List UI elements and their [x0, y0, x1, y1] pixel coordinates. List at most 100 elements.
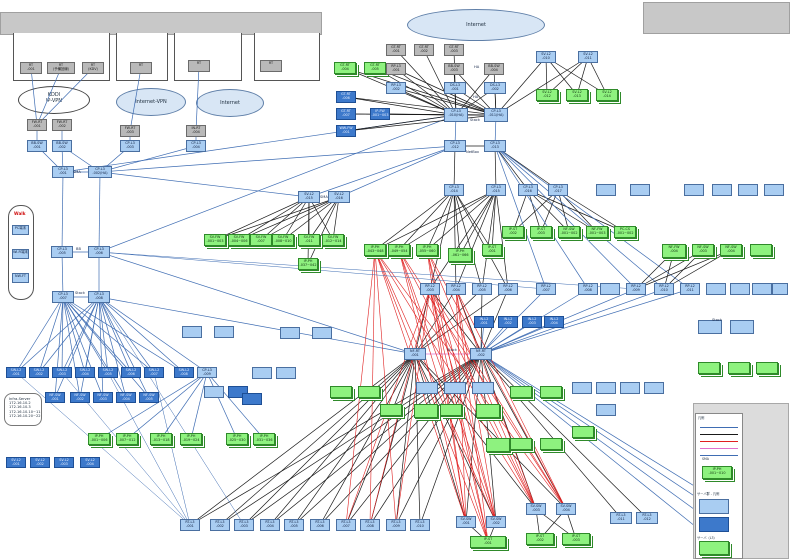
node-extra-1[interactable]: [596, 184, 616, 196]
node-c1[interactable]: CP-L3-010(HA): [444, 108, 468, 122]
node-dmz1[interactable]: RP-L3-001: [386, 63, 406, 75]
node-bot5[interactable]: RT-L3-005: [284, 519, 304, 531]
node-extra-38[interactable]: [204, 386, 224, 398]
node-s4[interactable]: SV-L2-004: [80, 457, 100, 468]
node-rg3[interactable]: IP-ST-003: [530, 226, 552, 238]
node-extra-6[interactable]: [764, 184, 784, 196]
node-fw_l2[interactable]: FW-RT-002: [52, 119, 72, 131]
node-bs2[interactable]: SV-SW-002: [486, 516, 506, 528]
node-d7[interactable]: SW-L2-007: [144, 367, 164, 378]
node-extra-11[interactable]: [756, 362, 778, 374]
node-extra-35[interactable]: [510, 438, 532, 450]
node-extra-30[interactable]: [476, 404, 500, 418]
node-d6[interactable]: SW-L2-006: [121, 367, 141, 378]
node-mc2[interactable]: CP-L3-017: [548, 184, 568, 196]
node-extra-27[interactable]: [380, 404, 402, 416]
node-bot9[interactable]: RT-L3-009: [386, 519, 406, 531]
node-gn1[interactable]: IP-PH-037~042: [298, 258, 318, 270]
node-bg1[interactable]: IP-ST-001: [470, 536, 506, 548]
node-extra-16[interactable]: [772, 283, 788, 295]
node-extra-40[interactable]: [252, 367, 272, 379]
node-gn4[interactable]: IP-PH-055~060: [416, 244, 438, 256]
node-gn2[interactable]: IP-PH-043~048: [364, 244, 386, 256]
node-mg5[interactable]: NF-SW-003: [692, 244, 714, 256]
node-extra-2[interactable]: [630, 184, 650, 196]
node-c3[interactable]: CP-L3-012: [444, 140, 466, 152]
node-m3[interactable]: CP-L3-007: [52, 291, 74, 303]
node-extra-29[interactable]: [440, 404, 462, 416]
node-bot8[interactable]: RT-L3-008: [360, 519, 380, 531]
node-mg1[interactable]: NF-SW-001~002: [558, 226, 580, 238]
node-dist1[interactable]: CP-L3-014: [444, 184, 464, 196]
node-sr5[interactable]: SV-L2-014: [596, 89, 618, 101]
node-m1[interactable]: CP-L3-005: [51, 246, 73, 258]
node-mb1[interactable]: RP-L2-003: [420, 283, 440, 295]
node-sr7[interactable]: SV-L2-016: [328, 191, 350, 203]
node-extra-34[interactable]: [486, 438, 510, 452]
node-fw_l1[interactable]: FW-RT-001: [27, 119, 47, 131]
node-extra-22[interactable]: [596, 404, 616, 416]
node-gs4[interactable]: SV-FW-008~010: [272, 234, 294, 246]
node-sr6[interactable]: SV-L2-015: [298, 191, 320, 203]
node-mb2[interactable]: RP-L2-004: [446, 283, 466, 295]
node-m5[interactable]: CP-L3-009: [197, 367, 217, 378]
node-top_r1[interactable]: RT: [188, 60, 210, 72]
node-mr5[interactable]: RP-L2-011: [680, 283, 700, 295]
node-extra-41[interactable]: [276, 367, 296, 379]
node-bot2[interactable]: RT-L3-002: [210, 519, 230, 531]
left-pill-item-3[interactable]: NW-FT: [12, 273, 29, 283]
node-mg3[interactable]: PC-CS-001~002: [614, 226, 636, 238]
node-top_r2[interactable]: RT: [260, 60, 282, 72]
node-extra-3[interactable]: [684, 184, 704, 196]
node-it2[interactable]: GT-RT-005: [364, 62, 386, 74]
node-top_l1[interactable]: RT-001: [20, 62, 42, 74]
node-d8[interactable]: SW-L2-008: [174, 367, 194, 378]
node-it3[interactable]: GT-RT-006: [336, 91, 356, 103]
node-extra-43[interactable]: [280, 327, 300, 339]
node-m2[interactable]: CP-L3-006: [88, 246, 110, 258]
node-i4[interactable]: NF-SW-004: [116, 392, 136, 403]
node-i1[interactable]: NF-SW-001: [45, 392, 65, 403]
node-ib1[interactable]: IP-FW-001~003: [370, 108, 390, 120]
node-mid2[interactable]: NF-RT-002: [470, 348, 492, 360]
node-extra-45[interactable]: [182, 326, 202, 338]
node-extra-15[interactable]: [752, 283, 772, 295]
node-mg4[interactable]: NF-FW-004: [662, 244, 686, 258]
node-d2[interactable]: SW-L2-002: [29, 367, 49, 378]
node-extra-23[interactable]: [540, 386, 562, 398]
node-cp1[interactable]: CP-L3-003: [120, 140, 140, 152]
left-pill-item-1[interactable]: PC端末: [12, 225, 29, 235]
node-sr3[interactable]: SV-L2-012: [536, 89, 558, 101]
node-rg2[interactable]: IP-ST-002: [502, 226, 524, 238]
node-g1[interactable]: IP-PH-001~006: [88, 433, 110, 445]
node-cp2[interactable]: CP-L3-004: [186, 140, 206, 152]
node-mr1[interactable]: RP-L2-007: [536, 283, 556, 295]
node-extra-20[interactable]: [620, 382, 640, 394]
node-extra-46[interactable]: [214, 326, 234, 338]
node-core_l2[interactable]: CP-L3-002(HA): [88, 166, 112, 178]
node-mr4[interactable]: RP-L2-010: [654, 283, 674, 295]
node-i5[interactable]: NF-SW-005: [139, 392, 159, 403]
node-core_l1[interactable]: CP-L3-001: [52, 166, 74, 178]
node-fw_r[interactable]: IN-RT-004: [186, 125, 206, 137]
node-g5[interactable]: IP-PH-025~030: [226, 433, 248, 445]
node-bs1[interactable]: SV-SW-001: [456, 516, 476, 528]
node-br1[interactable]: RT-L3-011: [610, 512, 632, 524]
node-s2[interactable]: SV-L2-002: [30, 457, 50, 468]
node-dist2[interactable]: CP-L3-015: [486, 184, 506, 196]
node-sr1[interactable]: SV-L2-010: [536, 51, 556, 63]
node-dmz4[interactable]: BB-SW-004: [484, 63, 504, 75]
node-mid1[interactable]: NF-RT-001: [404, 348, 426, 360]
node-extra-26[interactable]: [358, 386, 380, 398]
node-bs3[interactable]: SV-SW-003: [526, 503, 546, 515]
node-mc1[interactable]: CP-L3-016: [518, 184, 538, 196]
node-extra-21[interactable]: [644, 382, 664, 394]
node-extra-5[interactable]: [738, 184, 758, 196]
node-extra-18[interactable]: [572, 382, 592, 394]
node-extra-14[interactable]: [730, 283, 750, 295]
node-extra-13[interactable]: [706, 283, 726, 295]
node-extra-7[interactable]: [698, 320, 722, 334]
node-s3[interactable]: SV-L2-003: [54, 457, 74, 468]
node-it4[interactable]: GT-RT-007: [336, 108, 356, 120]
node-d1[interactable]: SW-L2-001: [6, 367, 26, 378]
